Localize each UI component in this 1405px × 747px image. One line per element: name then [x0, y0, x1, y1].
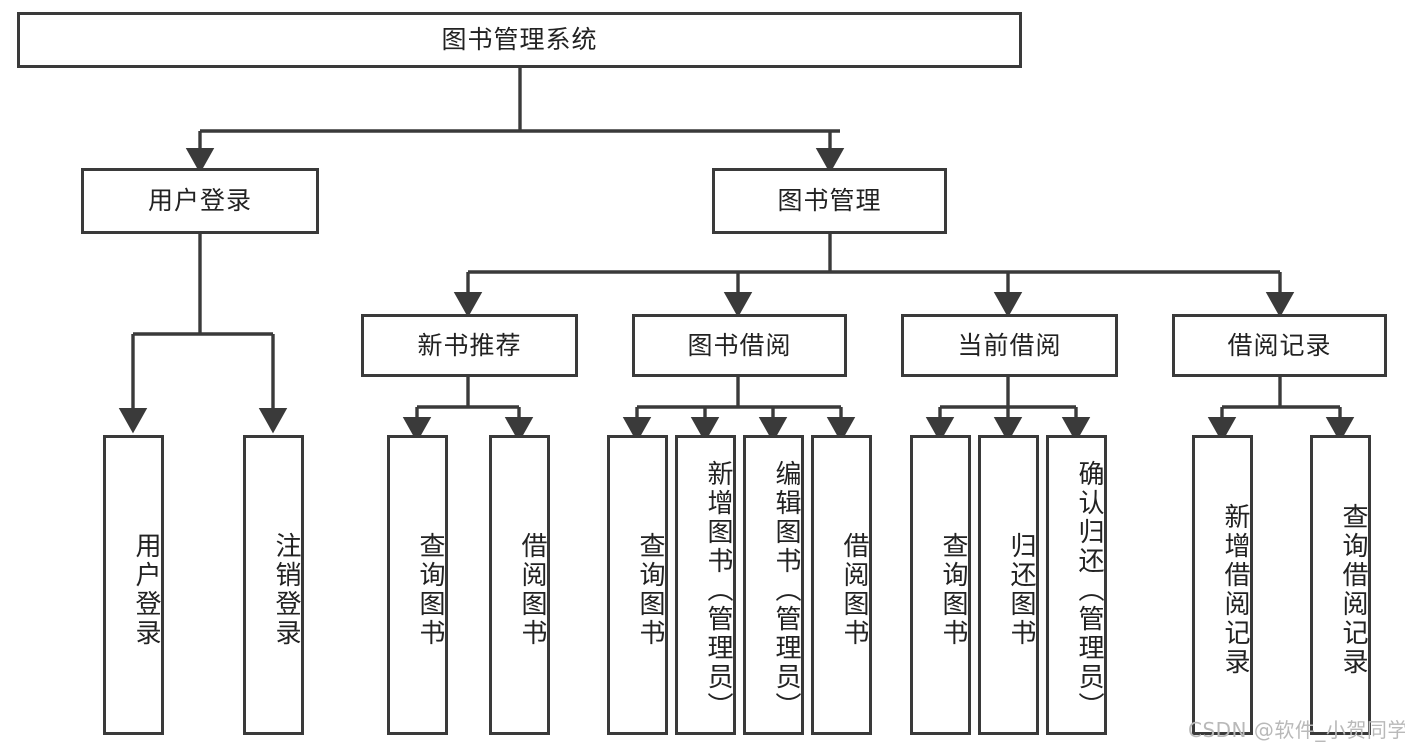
- leaf-user-login[interactable]: 用户登录: [103, 435, 164, 735]
- node-label: 新增借阅记录: [1220, 503, 1250, 677]
- node-label: 当前借阅: [957, 330, 1062, 360]
- node-label: 借阅图书: [517, 532, 547, 648]
- node-root-book-management-system[interactable]: 图书管理系统: [17, 12, 1022, 68]
- node-label: 编辑图书（管理员）: [771, 459, 801, 721]
- leaf-query-book-recommend[interactable]: 查询图书: [387, 435, 448, 735]
- node-book-management[interactable]: 图书管理: [712, 168, 947, 234]
- node-label: 图书管理系统: [441, 25, 598, 55]
- leaf-logout-login[interactable]: 注销登录: [243, 435, 304, 735]
- node-current-borrow[interactable]: 当前借阅: [901, 314, 1118, 377]
- node-label: 借阅图书: [839, 532, 869, 648]
- csdn-watermark: CSDN @软件_小贺同学: [1188, 718, 1405, 742]
- leaf-confirm-return-admin[interactable]: 确认归还（管理员）: [1046, 435, 1107, 735]
- node-new-book-recommend[interactable]: 新书推荐: [361, 314, 578, 377]
- node-label: 图书借阅: [687, 330, 792, 360]
- node-book-borrow[interactable]: 图书借阅: [632, 314, 847, 377]
- node-label: 确认归还（管理员）: [1074, 459, 1104, 721]
- node-label: 注销登录: [271, 532, 301, 648]
- node-label: 用户登录: [147, 186, 252, 216]
- node-label: 查询图书: [938, 532, 968, 648]
- leaf-edit-book-admin[interactable]: 编辑图书（管理员）: [743, 435, 804, 735]
- leaf-borrow-book-recommend[interactable]: 借阅图书: [489, 435, 550, 735]
- node-label: 新书推荐: [417, 330, 522, 360]
- node-borrow-record[interactable]: 借阅记录: [1172, 314, 1387, 377]
- leaf-return-book[interactable]: 归还图书: [978, 435, 1039, 735]
- node-label: 新增图书（管理员）: [703, 459, 733, 721]
- leaf-add-borrow-record[interactable]: 新增借阅记录: [1192, 435, 1253, 735]
- node-user-login[interactable]: 用户登录: [81, 168, 319, 234]
- leaf-query-book-borrow[interactable]: 查询图书: [607, 435, 668, 735]
- node-label: 查询借阅记录: [1338, 503, 1368, 677]
- leaf-add-book-admin[interactable]: 新增图书（管理员）: [675, 435, 736, 735]
- node-label: 借阅记录: [1227, 330, 1332, 360]
- node-label: 图书管理: [777, 186, 882, 216]
- node-label: 查询图书: [635, 532, 665, 648]
- node-label: 归还图书: [1006, 532, 1036, 648]
- leaf-query-book-current[interactable]: 查询图书: [910, 435, 971, 735]
- node-label: 用户登录: [131, 532, 161, 648]
- leaf-query-borrow-record[interactable]: 查询借阅记录: [1310, 435, 1371, 735]
- node-label: 查询图书: [415, 532, 445, 648]
- leaf-borrow-book[interactable]: 借阅图书: [811, 435, 872, 735]
